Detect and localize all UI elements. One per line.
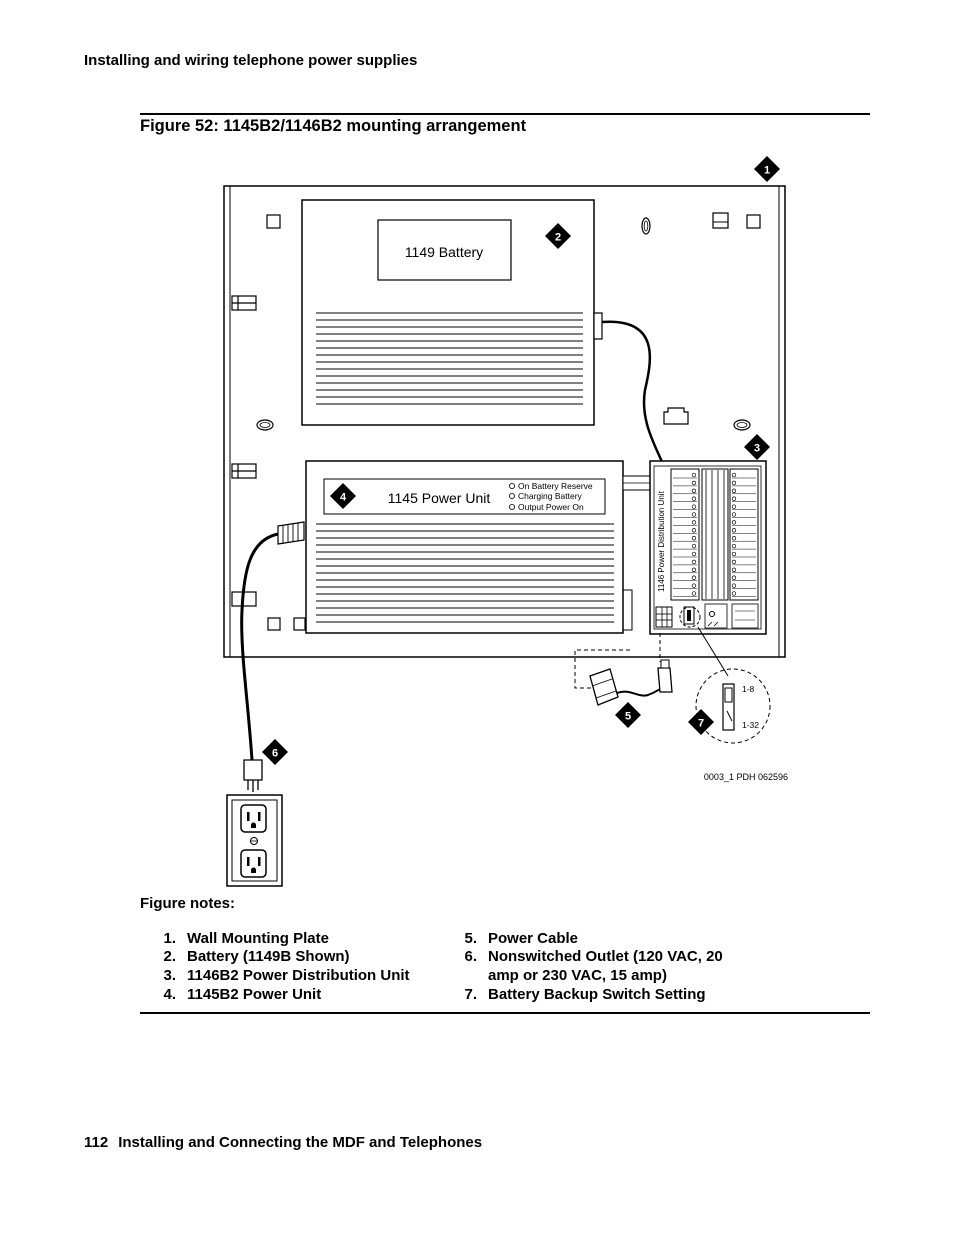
figure-notes-heading: Figure notes: [140,895,236,912]
callout-3: 3 [744,434,770,460]
svg-text:1: 1 [764,165,770,177]
power-cable [574,633,673,706]
ac-power-cord [240,521,305,792]
running-header: Installing and wiring telephone power su… [84,52,418,69]
figure-title: Figure 52: 1145B2/1146B2 mounting arrang… [140,117,527,135]
switch-leader [697,626,729,677]
switch-setting-top: 1-8 [742,684,755,694]
pdu-label: 1146 Power Distribution Unit [657,490,666,592]
indicator-output-power-on: Output Power On [518,502,584,512]
svg-text:2: 2 [555,232,561,244]
switch-setting-bottom: 1-32 [742,720,759,730]
top-rule [140,113,870,115]
svg-text:3: 3 [754,443,760,455]
callout-6: 6 [262,739,288,765]
svg-text:7: 7 [698,718,704,730]
power-distribution-unit-1146: 1146 Power Distribution Unit [649,460,767,635]
power-unit-1145: 1145 Power Unit On Battery Reserve Charg… [305,460,651,634]
callout-1: 1 [754,156,780,182]
power-unit-label: 1145 Power Unit [388,490,491,506]
battery-backup-switch-detail: 1-8 1-32 [695,668,771,744]
battery-label: 1149 Battery [405,244,483,260]
callout-7: 7 [688,709,714,735]
battery-cable [601,320,664,463]
callout-5: 5 [615,702,641,728]
page-footer: 112 Installing and Connecting the MDF and… [84,1134,482,1151]
callout-4: 4 [330,483,356,509]
nonswitched-outlet [226,794,283,887]
switch-highlight [679,606,701,628]
figure-id: 0003_1 PDH 062596 [704,772,788,782]
battery-1149: 1149 Battery [301,199,603,426]
bottom-rule [140,1012,870,1014]
callout-2: 2 [545,223,571,249]
indicator-on-battery-reserve: On Battery Reserve [518,481,593,491]
footer-title: Installing and Connecting the MDF and Te… [118,1134,483,1151]
svg-text:6: 6 [272,748,278,760]
svg-text:4: 4 [340,492,347,504]
svg-text:5: 5 [625,711,631,723]
page-number: 112 [84,1134,109,1151]
indicator-charging-battery: Charging Battery [518,491,583,501]
